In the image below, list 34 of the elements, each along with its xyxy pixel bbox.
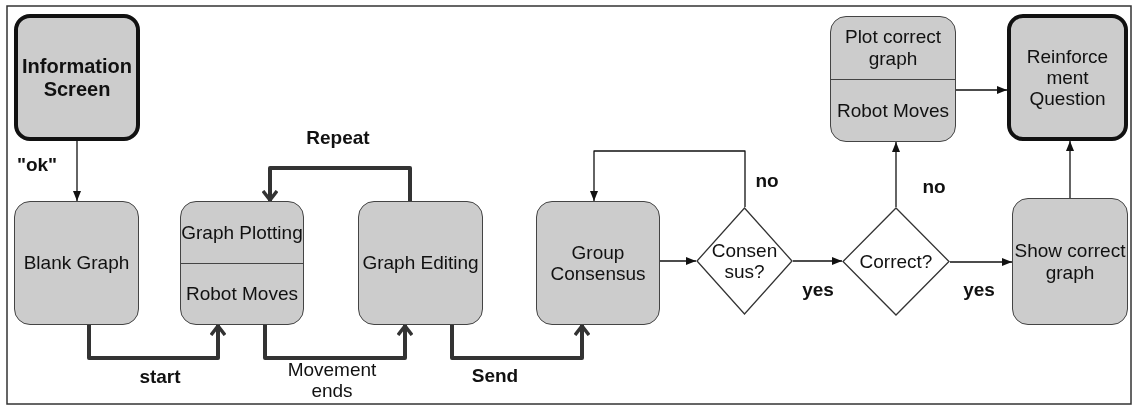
arrow — [450, 324, 591, 360]
process-box — [1012, 198, 1128, 325]
arrow — [263, 324, 414, 360]
decision-text: Correct? — [858, 250, 934, 273]
decision-diamond — [696, 207, 793, 315]
node-text: Show correct graph — [1013, 240, 1127, 283]
node-text: Reinforce ment Question — [1025, 45, 1110, 110]
arrow — [792, 257, 843, 265]
decision-text: Consen sus? — [710, 239, 779, 283]
arrow — [955, 86, 1008, 94]
node-text: Group Consensus — [549, 241, 647, 285]
node-text: Blank Graph — [23, 252, 130, 274]
node-text: Plot correct graph — [843, 26, 943, 69]
arrow — [949, 258, 1013, 266]
process-box — [14, 14, 140, 141]
node-text: Graph Editing — [362, 252, 479, 274]
decision-diamond — [842, 207, 950, 316]
arrow — [659, 257, 697, 265]
process-box — [1007, 14, 1128, 141]
arrow — [73, 140, 81, 202]
node-text: Robot Moves — [186, 283, 298, 305]
arrow — [87, 324, 227, 360]
process-box — [830, 16, 956, 142]
arrow — [590, 150, 746, 208]
node-text: Information Screen — [21, 55, 133, 100]
node-text: Graph Plotting — [181, 221, 303, 243]
process-box — [358, 201, 483, 325]
arrow — [261, 166, 412, 202]
process-box — [14, 201, 139, 325]
node-text: Robot Moves — [837, 99, 949, 121]
process-box — [536, 201, 660, 325]
arrow — [1066, 140, 1074, 199]
process-box — [180, 201, 304, 325]
arrow — [892, 141, 900, 208]
